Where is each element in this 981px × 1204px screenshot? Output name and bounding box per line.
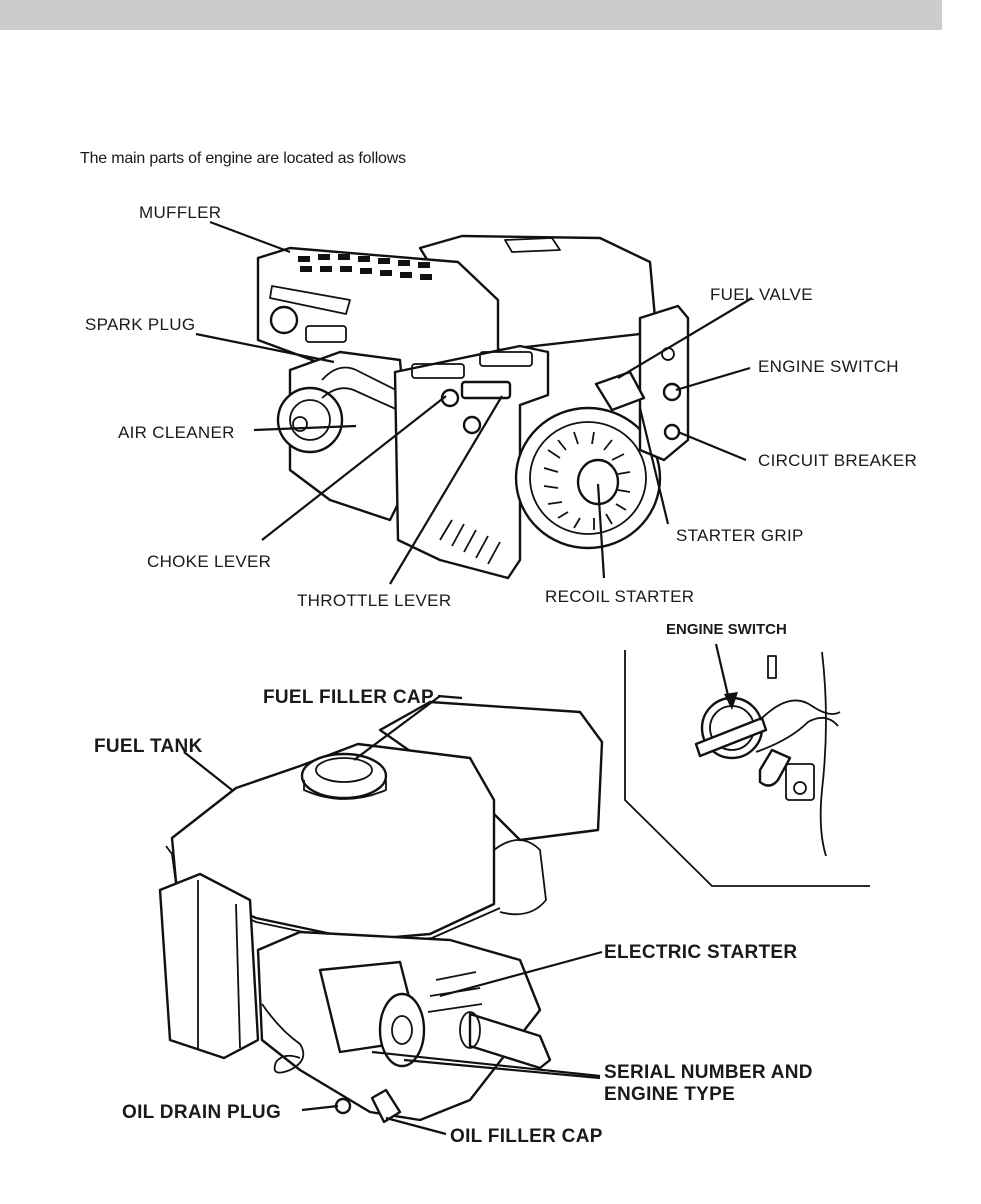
label-muffler: MUFFLER: [139, 203, 221, 222]
label-fuel-valve: FUEL VALVE: [710, 285, 813, 304]
label-spark-plug: SPARK PLUG: [85, 315, 195, 334]
label-serial-number-line2: ENGINE TYPE: [604, 1084, 735, 1105]
label-recoil-starter: RECOIL STARTER: [545, 587, 694, 606]
label-starter-grip: STARTER GRIP: [676, 526, 804, 545]
top-leader-lines: [195, 220, 753, 585]
intro-text: The main parts of engine are located as …: [80, 150, 406, 167]
label-fuel-tank: FUEL TANK: [94, 736, 203, 757]
air-cleaner-slots: [439, 519, 501, 565]
bottom-engine-illustration: [158, 700, 604, 1124]
label-throttle-lever: THROTTLE LEVER: [297, 591, 451, 610]
label-oil-drain-plug: OIL DRAIN PLUG: [122, 1102, 281, 1123]
label-air-cleaner: AIR CLEANER: [118, 423, 235, 442]
label-choke-lever: CHOKE LEVER: [147, 552, 271, 571]
label-electric-starter: ELECTRIC STARTER: [604, 942, 797, 963]
label-engine-switch: ENGINE SWITCH: [758, 357, 899, 376]
muffler-vents: [298, 254, 432, 280]
engine-switch-inset: [624, 643, 870, 887]
label-inset-engine-switch: ENGINE SWITCH: [666, 621, 787, 638]
label-circuit-breaker: CIRCUIT BREAKER: [758, 451, 917, 470]
bottom-leader-lines: [183, 694, 603, 1136]
label-serial-number-line1: SERIAL NUMBER AND: [604, 1062, 813, 1083]
label-fuel-filler-cap: FUEL FILLER CAP: [263, 687, 434, 708]
top-engine-illustration: [256, 234, 690, 580]
header-band: [0, 0, 942, 30]
recoil-starter-vents: [543, 431, 631, 530]
label-oil-filler-cap: OIL FILLER CAP: [450, 1126, 603, 1147]
